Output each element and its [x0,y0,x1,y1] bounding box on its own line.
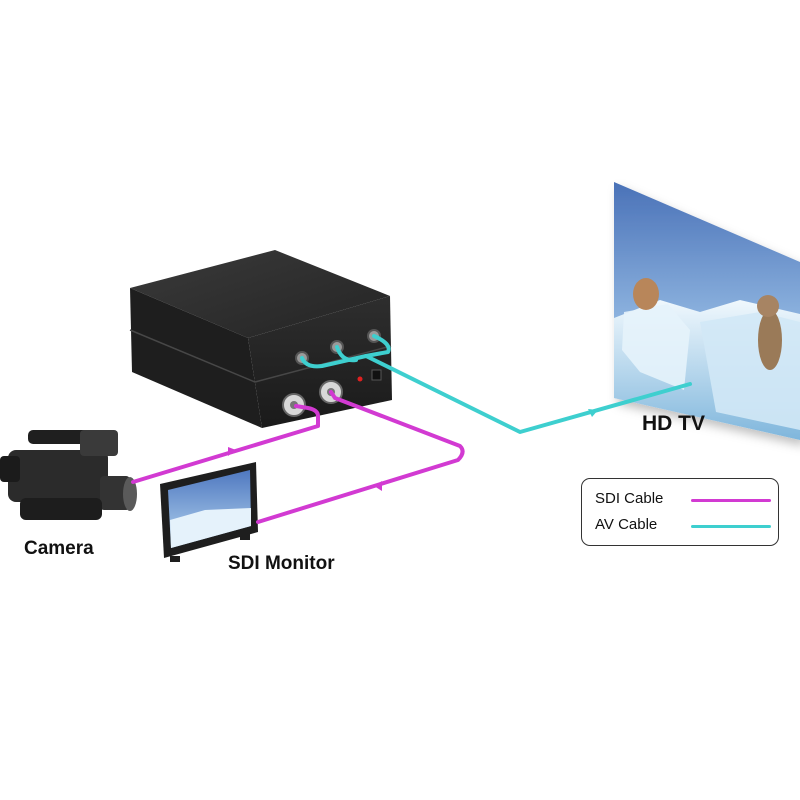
camera-lens-barrel [100,476,130,510]
sdi-cable-converter-to-monitor [256,390,465,524]
legend-swatch-av-cable [691,525,771,528]
sdi-arrow-2 [374,481,382,491]
legend-label-sdi-cable: SDI Cable [595,490,664,507]
sdi-monitor [160,462,258,562]
av-arrow [588,409,598,417]
sdi-cable-arrows [228,447,382,491]
sdi-monitor-foot-right [240,534,250,540]
legend-swatch-sdi-cable [691,499,771,502]
camera-viewfinder [0,456,20,482]
sdi-monitor-foot-left [170,556,180,562]
converter-box [129,250,392,428]
camera-handle [28,430,96,444]
camera-body [8,450,108,502]
sdi-monitor-ice [170,508,251,548]
av-cable [300,334,692,434]
sdi-cable-camera-to-converter [131,404,320,484]
hd-tv-ice-left [622,304,690,390]
converter-box-front [248,296,392,428]
converter-box-seam [129,329,256,383]
hd-tv-character-left [633,278,659,310]
sdi-monitor-label: SDI Monitor [228,553,335,574]
av-cable-strand-1 [300,354,692,434]
sdi-arrow-1 [228,447,236,456]
hd-tv-label: HD TV [642,412,705,435]
av-cable-strand-2 [335,345,358,363]
legend-row-sdi-cable: SDI Cable [595,490,773,510]
legend-row-av-cable: AV Cable [595,516,773,536]
power-led [357,376,363,382]
camera-top-unit [80,430,118,456]
cable-legend: SDI Cable AV Cable [581,478,779,546]
sdi-cables [131,390,465,524]
hd-tv [614,182,800,440]
camera-base [20,498,102,520]
camera [0,430,137,520]
av-cable-strand-3 [364,334,391,358]
converter-box-top [130,250,390,338]
hd-tv-character-right-head [757,295,779,317]
hd-tv-character-right [758,310,782,370]
camera-lens [123,477,137,511]
legend-label-av-cable: AV Cable [595,516,658,533]
power-socket [371,369,382,381]
camera-label: Camera [24,538,94,559]
